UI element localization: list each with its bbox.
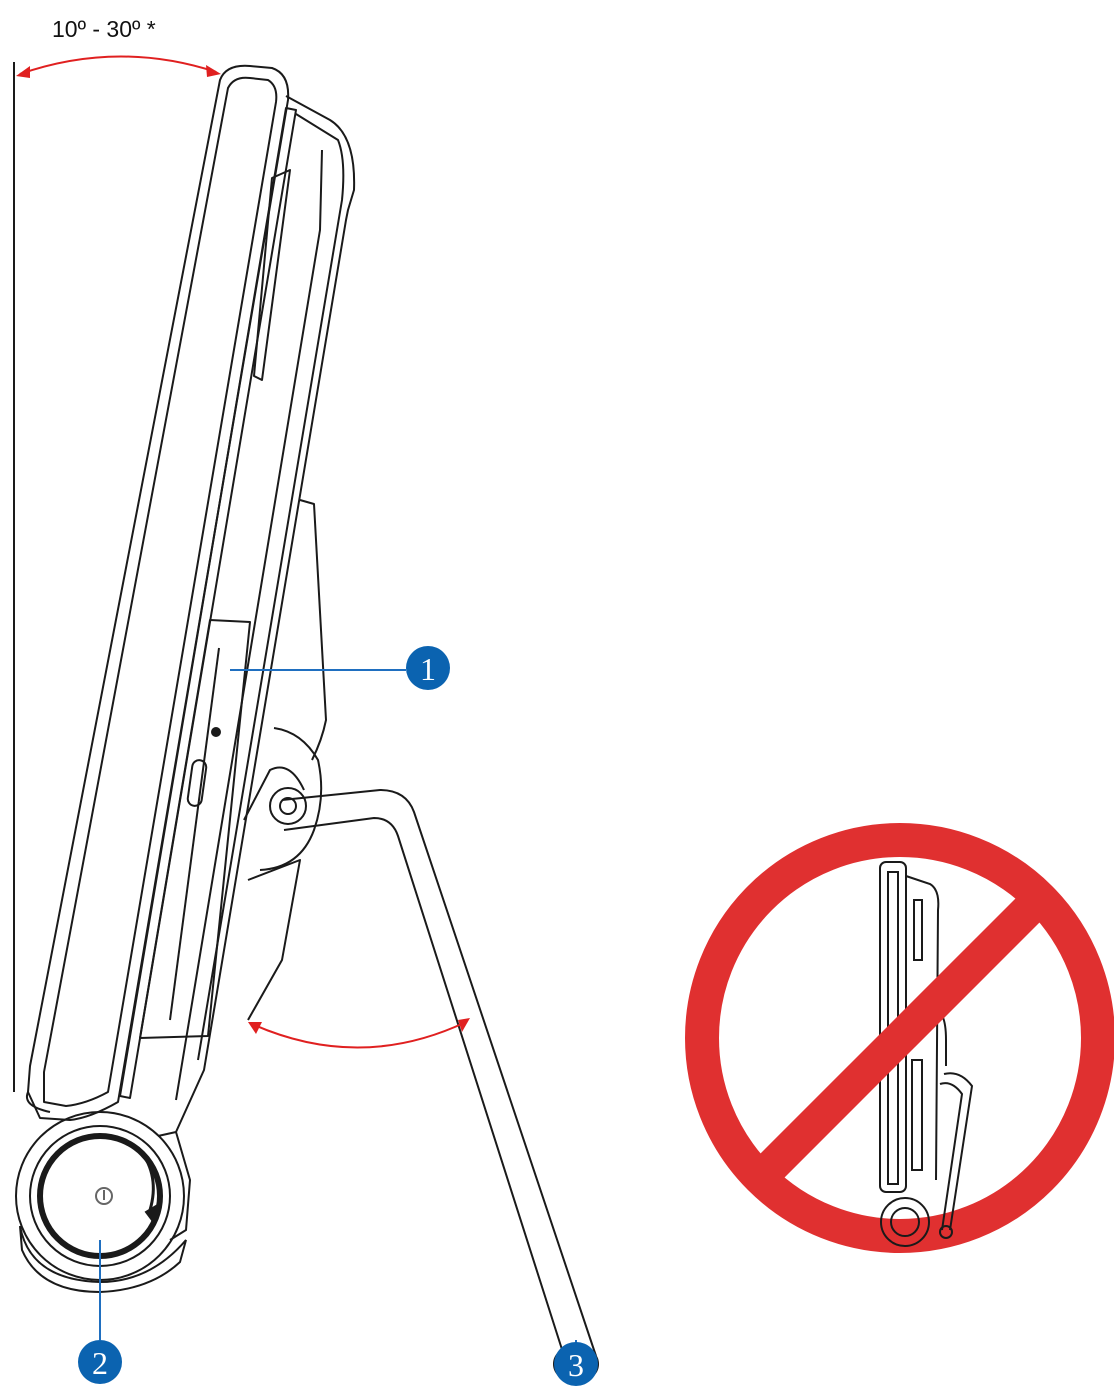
tilt-angle-label: 10º - 30º * (52, 16, 156, 42)
callout-3: 3 (554, 1340, 598, 1386)
callout-1: 1 (230, 646, 450, 690)
base-dial (15, 1111, 187, 1294)
tilt-angle-arrow (16, 55, 221, 78)
callout-2: 2 (78, 1240, 122, 1384)
monitor-body (26, 64, 356, 1241)
stand-angle-arrow (248, 1018, 470, 1049)
prohibited-sign-icon (685, 823, 1114, 1253)
callout-3-label: 3 (568, 1347, 584, 1383)
callout-2-label: 2 (92, 1345, 108, 1381)
power-icon (95, 1187, 113, 1205)
stand-leg (281, 789, 599, 1383)
callout-1-label: 1 (420, 651, 436, 687)
